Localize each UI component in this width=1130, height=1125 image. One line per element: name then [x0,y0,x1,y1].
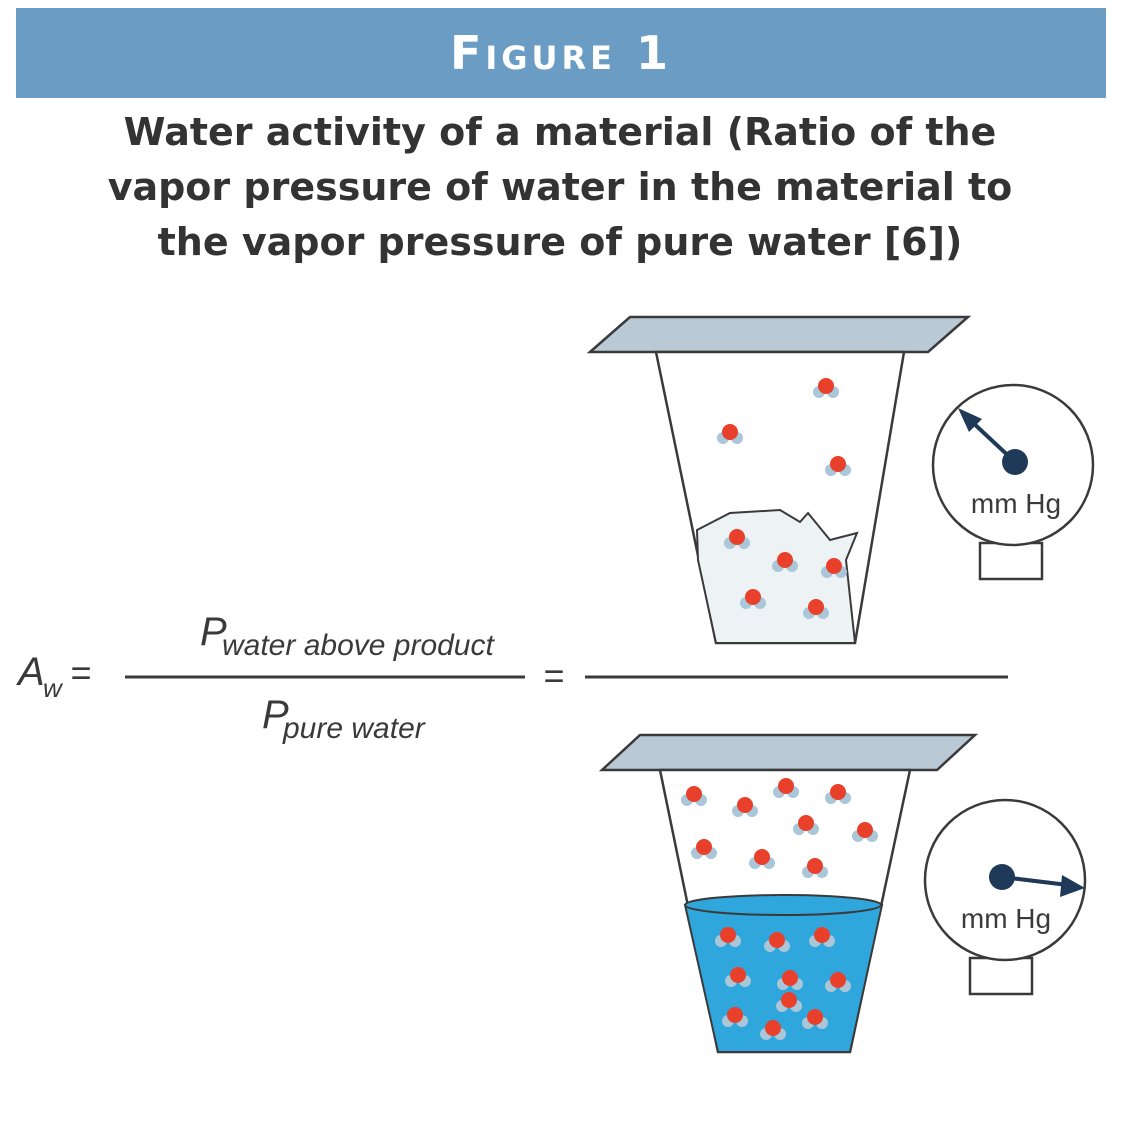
top-gauge-hub [1002,449,1028,475]
bottom-gauge-stand [968,956,1034,996]
numerator-subscript: water above product [222,629,495,662]
bottom-pressure-gauge: mm Hg [923,798,1087,996]
denominator-subscript: pure water [282,712,426,745]
top-lid [586,315,972,354]
numerator-p: P [200,610,227,654]
caption-line-2: vapor pressure of water in the material … [107,165,1013,209]
top-pressure-gauge: mm Hg [931,383,1095,581]
equals-sign-1: = [70,652,91,693]
figure-caption: Water activity of a material (Ratio of t… [60,105,1060,270]
bottom-gauge-hub [989,864,1015,890]
bottom-gauge-unit: mm Hg [961,903,1051,934]
product-container [586,315,972,645]
equals-sign-2: = [543,655,564,696]
water-surface [684,894,882,916]
pure-water-container [598,733,979,1054]
bottom-lid [598,733,979,772]
figure-label: Figure 1 [449,26,673,80]
top-gauge-stand [978,541,1044,581]
figure-banner: Figure 1 [16,8,1106,98]
bottom-gauge-arrowhead [1060,875,1085,897]
caption-line-3: the vapor pressure of pure water [6]) [157,220,963,264]
caption-line-1: Water activity of a material (Ratio of t… [123,110,997,154]
water-activity-formula: A w = P water above product P pure water… [16,610,1008,745]
top-gauge-unit: mm Hg [971,488,1061,519]
aw-subscript: w [43,673,64,703]
denominator-p: P [262,693,289,737]
aw-symbol: A [16,650,45,694]
top-gauge-arrowhead [958,408,982,432]
